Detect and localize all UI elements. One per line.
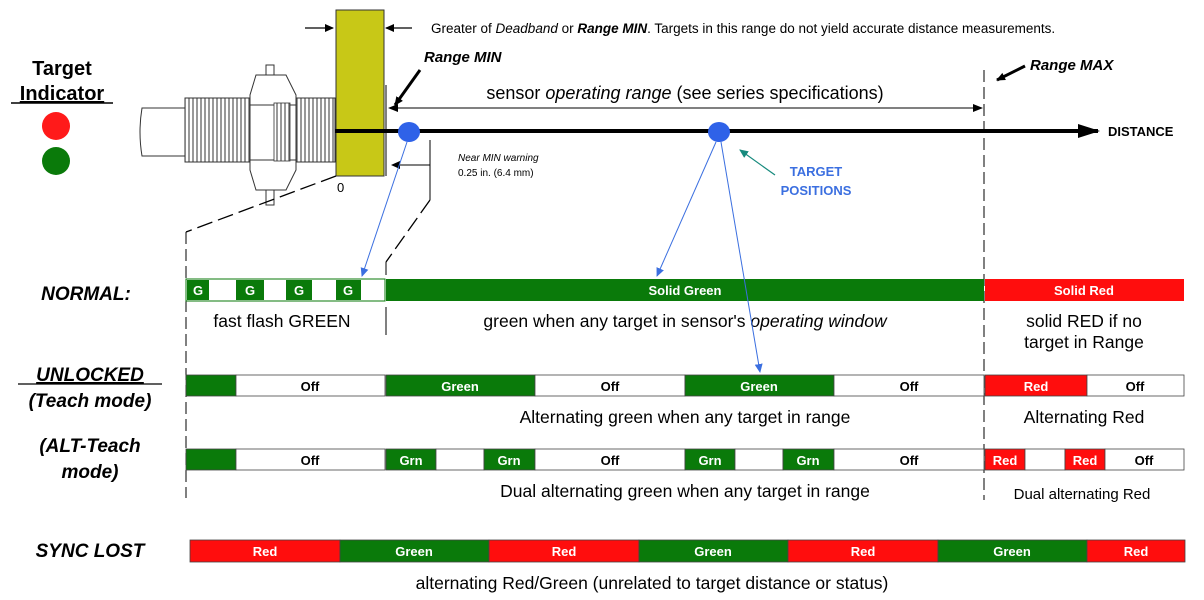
synclost-row: Red Green Red Green Red Green Red altern… <box>189 539 1186 593</box>
normal-solid-green-label: Solid Green <box>649 283 722 298</box>
svg-text:Off: Off <box>601 453 620 468</box>
distance-axis: DISTANCE <box>335 124 1174 139</box>
unlocked-desc-red: Alternating Red <box>1024 407 1145 427</box>
unlocked-row: Off Green Off Green Off Red Off Alternat… <box>185 374 1185 427</box>
normal-row: G G G G Solid Green Solid Red fast flash… <box>185 278 1184 352</box>
svg-text:Grn: Grn <box>399 453 422 468</box>
svg-text:Red: Red <box>1124 544 1149 559</box>
mode-normal-label: NORMAL: <box>41 284 131 305</box>
svg-text:Off: Off <box>301 453 320 468</box>
normal-flash-g3 <box>286 280 312 300</box>
svg-text:Off: Off <box>1135 453 1154 468</box>
mode-altteach-label-line1: (ALT-Teach <box>39 436 140 457</box>
target-positions-label-line2: POSITIONS <box>781 183 852 198</box>
normal-solid-red-label: Solid Red <box>1054 283 1114 298</box>
mode-unlocked-label-line1: UNLOCKED <box>36 365 144 386</box>
svg-text:G: G <box>343 283 353 298</box>
zoom-line-left <box>185 175 337 233</box>
svg-text:G: G <box>245 283 255 298</box>
target-arrow-near-to-flash <box>360 141 408 277</box>
indicator-title-line1: Target <box>32 58 92 80</box>
deadband-note: Greater of Deadband or Range MIN. Target… <box>431 21 1055 36</box>
target-arrow-mid-to-normal <box>656 141 717 277</box>
svg-text:Red: Red <box>851 544 876 559</box>
target-positions: TARGET POSITIONS <box>398 122 852 198</box>
target-mapping-arrows <box>360 141 763 373</box>
svg-text:Off: Off <box>301 379 320 394</box>
near-min-warning: Near MIN warning 0.25 in. (6.4 mm) <box>391 140 539 200</box>
altteach-row: Off Grn Grn Off Grn Grn Off Red Red Off … <box>185 448 1185 503</box>
target-indicator: Target Indicator <box>11 58 113 175</box>
svg-text:Grn: Grn <box>796 453 819 468</box>
altteach-desc-green: Dual alternating green when any target i… <box>500 481 870 501</box>
normal-desc-red-line2: target in Range <box>1024 332 1144 352</box>
normal-desc-green: green when any target in sensor's operat… <box>483 311 888 331</box>
svg-text:Off: Off <box>900 379 919 394</box>
mode-altteach-label-line2: mode) <box>62 462 119 483</box>
operating-range-label: sensor operating range (see series speci… <box>486 83 883 103</box>
svg-text:Grn: Grn <box>497 453 520 468</box>
svg-text:Green: Green <box>395 544 433 559</box>
unlocked-desc-green: Alternating green when any target in ran… <box>520 407 851 427</box>
svg-text:Green: Green <box>441 379 479 394</box>
unlocked-seg-off4 <box>1086 374 1185 397</box>
svg-text:Off: Off <box>1126 379 1145 394</box>
sensor-face-deadband-zone <box>335 9 385 177</box>
target-positions-label-line1: TARGET <box>790 164 843 179</box>
normal-solid-red-bar <box>985 279 1184 301</box>
red-indicator-light <box>42 112 70 140</box>
range-min-pointer <box>393 69 422 106</box>
normal-flash-g4 <box>336 280 361 300</box>
normal-flash-g2 <box>236 280 264 300</box>
target-dot-mid <box>708 122 730 142</box>
sensor-body: 0 <box>139 9 385 206</box>
green-indicator-light <box>42 147 70 175</box>
target-arrow-mid-to-unlocked <box>720 141 763 373</box>
unlocked-seg-off1 <box>235 374 386 397</box>
svg-text:Red: Red <box>993 453 1018 468</box>
indicator-title-line2: Indicator <box>20 83 105 105</box>
synclost-desc: alternating Red/Green (unrelated to targ… <box>416 573 889 593</box>
svg-text:G: G <box>294 283 304 298</box>
svg-text:G: G <box>193 283 203 298</box>
range-min-label: Range MIN <box>424 49 503 66</box>
unlocked-seg-off3 <box>833 374 985 397</box>
zoom-line-right <box>385 199 431 263</box>
svg-text:Off: Off <box>900 453 919 468</box>
zero-label: 0 <box>337 180 344 195</box>
svg-text:Green: Green <box>694 544 732 559</box>
sensor-cable-end <box>139 107 186 157</box>
svg-text:Red: Red <box>253 544 278 559</box>
range-markers: Range MIN Range MAX <box>385 49 1114 500</box>
range-max-label: Range MAX <box>1030 57 1114 74</box>
mode-labels: NORMAL: UNLOCKED (Teach mode) (ALT-Teach… <box>18 284 162 562</box>
normal-desc-red-line1: solid RED if no <box>1026 311 1142 331</box>
target-dot-near <box>398 122 420 142</box>
svg-text:Green: Green <box>993 544 1031 559</box>
normal-desc-flash: fast flash GREEN <box>213 311 350 331</box>
svg-text:Red: Red <box>1073 453 1098 468</box>
svg-text:Green: Green <box>740 379 778 394</box>
unlocked-seg-green0 <box>185 374 237 397</box>
operating-range: sensor operating range (see series speci… <box>388 83 983 112</box>
svg-text:Grn: Grn <box>698 453 721 468</box>
svg-text:Off: Off <box>601 379 620 394</box>
normal-solid-green-bar <box>386 279 984 301</box>
altteach-desc-red: Dual alternating Red <box>1014 486 1151 503</box>
svg-text:Red: Red <box>1024 379 1049 394</box>
normal-flash-g1 <box>187 280 209 300</box>
distance-label: DISTANCE <box>1108 124 1174 139</box>
mode-synclost-label: SYNC LOST <box>36 541 146 562</box>
svg-text:Red: Red <box>552 544 577 559</box>
mode-unlocked-label-line2: (Teach mode) <box>29 391 152 412</box>
target-positions-pointer <box>739 149 776 176</box>
near-min-label-line2: 0.25 in. (6.4 mm) <box>458 168 534 179</box>
header-note: Greater of Deadband or Range MIN. Target… <box>305 21 1055 36</box>
range-max-pointer <box>996 64 1026 82</box>
near-min-label-line1: Near MIN warning <box>458 153 539 164</box>
